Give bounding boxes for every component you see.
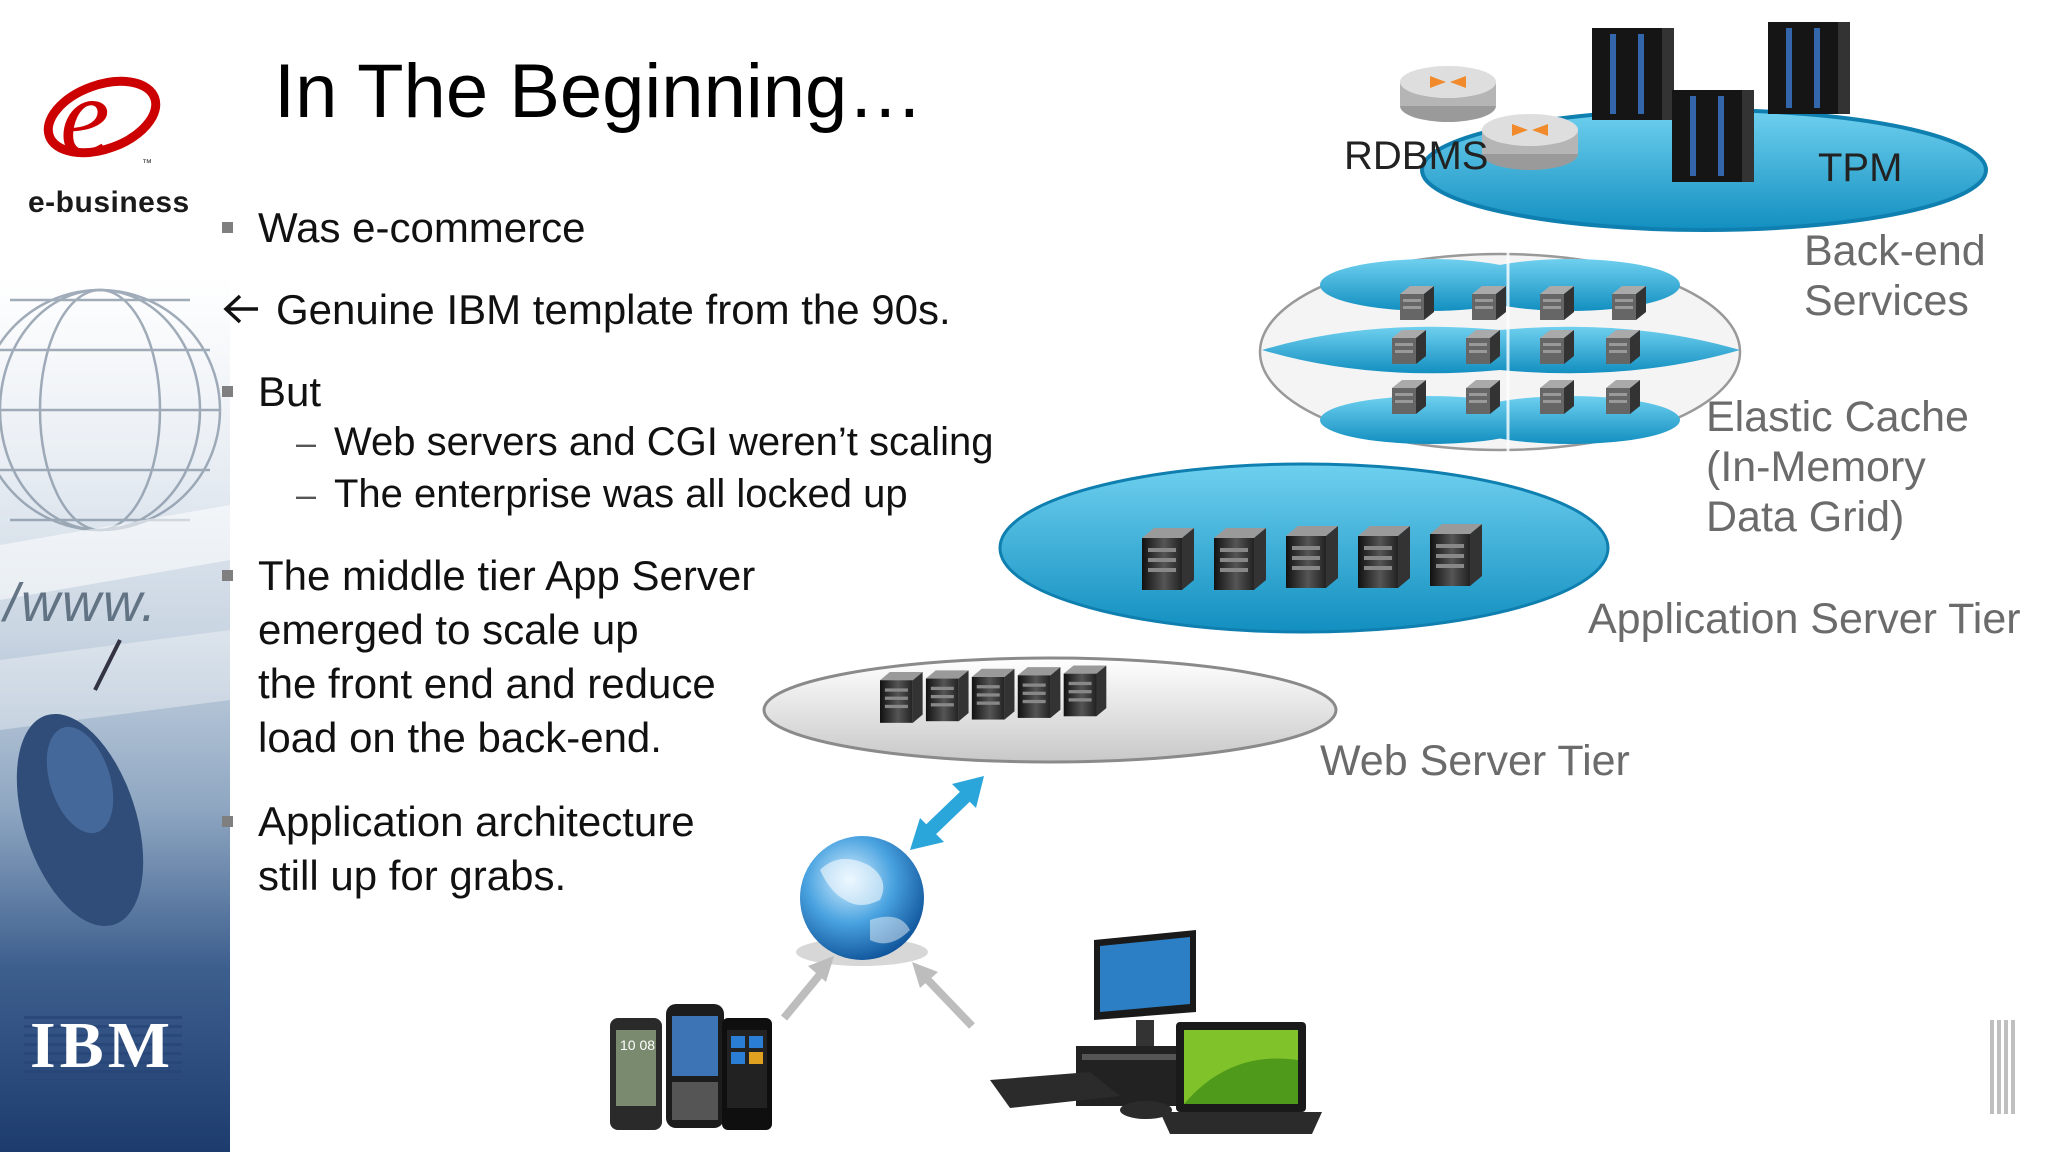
web-server-tier-label: Web Server Tier <box>1320 737 1630 785</box>
server-icon <box>1063 665 1107 717</box>
bullet-square-icon <box>222 816 233 827</box>
server-icon <box>1214 528 1266 590</box>
mobile-phones-icon: 10 08 <box>610 1004 772 1130</box>
label-line: Back-end <box>1804 227 1986 275</box>
server-icon <box>880 672 923 723</box>
server-icon <box>1017 667 1061 718</box>
bullet-square-icon <box>222 570 233 581</box>
sub-bullet-dash: – <box>296 422 317 463</box>
bullet-line: The middle tier App Server <box>258 552 756 599</box>
bullet-was-ecommerce: Was e-commerce <box>258 204 586 251</box>
database-router-icon <box>1400 66 1496 122</box>
bullet-ibm-template: Genuine IBM template from the 90s. <box>276 286 951 333</box>
arrow-left-icon <box>223 294 258 324</box>
bullet-but: But <box>258 368 322 415</box>
bullet-line: emerged to scale up <box>258 606 639 653</box>
tpm-label: TPM <box>1818 146 1903 190</box>
server-icon <box>1142 528 1194 590</box>
double-arrow-icon <box>910 776 984 850</box>
sub-bullet-web-servers: Web servers and CGI weren’t scaling <box>334 420 994 464</box>
ibm-logo-stripes <box>24 1010 182 1080</box>
bullet-line: Application architecture <box>258 798 695 845</box>
banner-artwork <box>0 288 230 927</box>
database-router-icon <box>1482 114 1578 170</box>
server-icon <box>971 668 1015 720</box>
arrow-up-right-icon <box>780 956 834 1021</box>
server-icon <box>1286 526 1338 588</box>
ibm-logo: IBM <box>30 1009 174 1082</box>
ibm-corner-logo <box>1990 1020 2018 1114</box>
app-server-tier-label: Application Server Tier <box>1588 595 2021 643</box>
sub-bullet-enterprise: The enterprise was all locked up <box>334 472 908 516</box>
server-icon <box>1358 526 1410 588</box>
label-line: Elastic Cache <box>1706 393 1969 441</box>
server-icon <box>925 670 969 722</box>
bullet-middle-tier: The middle tier App Server emerged to sc… <box>258 549 755 765</box>
ebusiness-e-logo-icon: e ™ <box>43 62 161 172</box>
mainframe-icon <box>1592 28 1674 120</box>
svg-text:e: e <box>60 62 110 172</box>
svg-text:™: ™ <box>142 158 152 169</box>
bullet-line: still up for grabs. <box>258 852 567 899</box>
label-line: Services <box>1804 277 1969 325</box>
phone-clock-text: 10 08 <box>620 1037 655 1053</box>
slide-title: In The Beginning… <box>274 49 924 134</box>
sub-bullet-dash: – <box>296 474 317 515</box>
bullet-line: load on the back-end. <box>258 714 662 761</box>
rdbms-label: RDBMS <box>1344 134 1489 178</box>
computer-mouse-icon <box>16 713 144 927</box>
elastic-cache-label: Elastic Cache (In-Memory Data Grid) <box>1706 392 1969 542</box>
bullet-line: the front end and reduce <box>258 660 716 707</box>
ebusiness-banner: e ™ e-business /www. IBM <box>0 0 230 1152</box>
label-line: Data Grid) <box>1706 493 1905 541</box>
arrow-up-left-icon <box>912 962 975 1029</box>
server-icon <box>1430 524 1482 586</box>
bullet-square-icon <box>222 222 233 233</box>
bullet-app-architecture: Application architecture still up for gr… <box>258 795 695 903</box>
mainframe-icon <box>1672 90 1754 182</box>
ebusiness-logo-text: e-business <box>28 186 190 219</box>
mainframe-icon <box>1768 22 1850 114</box>
www-text: /www. <box>4 573 159 633</box>
laptop-icon <box>1160 1022 1322 1134</box>
label-line: (In-Memory <box>1706 443 1926 491</box>
bullet-square-icon <box>222 386 233 397</box>
backend-services-label: Back-end Services <box>1804 226 1986 326</box>
